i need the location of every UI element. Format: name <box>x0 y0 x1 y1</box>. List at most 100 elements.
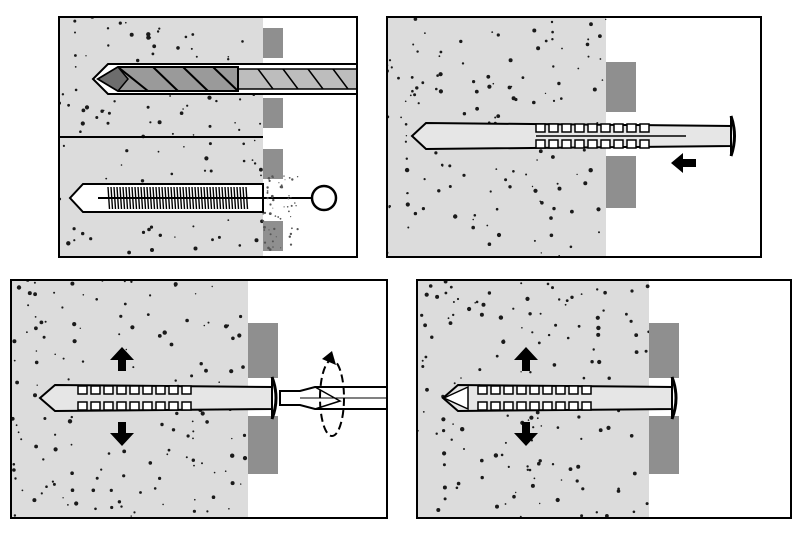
speckle <box>528 468 532 472</box>
speckle <box>70 471 74 475</box>
speckle <box>141 230 146 234</box>
speckle <box>409 94 412 97</box>
speckle <box>588 168 593 173</box>
dowel-tooth <box>142 385 153 395</box>
speckle <box>501 339 506 344</box>
speckle <box>460 427 465 432</box>
speckle <box>436 508 441 512</box>
speckle <box>421 81 425 85</box>
speckle <box>231 336 235 341</box>
speckle <box>536 159 538 161</box>
speckle <box>472 218 474 221</box>
speckle <box>66 241 71 246</box>
speckle <box>62 357 65 360</box>
speckle <box>530 483 535 488</box>
speckle <box>146 32 151 37</box>
speckle <box>259 122 262 125</box>
dowel-tooth <box>516 385 527 395</box>
speckle <box>536 417 539 420</box>
speckle <box>183 146 185 148</box>
plaster-layer <box>263 98 283 128</box>
speckle <box>442 463 446 467</box>
speckle <box>239 98 242 101</box>
speckle <box>231 437 233 440</box>
speckle <box>81 231 85 236</box>
dust-particle <box>294 202 296 204</box>
speckle <box>421 359 424 362</box>
speckle <box>20 438 23 441</box>
speckle <box>33 281 36 284</box>
speckle <box>508 185 512 189</box>
speckle <box>489 190 492 193</box>
speckle <box>166 453 169 456</box>
speckle <box>557 186 562 191</box>
speckle <box>581 487 585 491</box>
speckle <box>582 376 586 380</box>
speckle <box>27 291 32 296</box>
speckle <box>486 74 491 79</box>
speckle <box>450 438 453 441</box>
speckle <box>17 431 20 434</box>
speckle <box>238 128 241 131</box>
speckle <box>211 285 213 288</box>
speckle <box>193 246 198 251</box>
speckle <box>521 76 525 79</box>
speckle <box>512 307 515 310</box>
dust-particle <box>284 179 286 181</box>
speckle <box>560 97 563 100</box>
speckle <box>185 456 188 459</box>
speckle <box>182 108 184 110</box>
speckle <box>421 207 425 211</box>
concrete-speckles <box>386 16 607 257</box>
speckle <box>504 178 508 182</box>
speckle <box>430 335 434 339</box>
speckle <box>217 235 221 239</box>
dowel-tooth <box>90 385 101 395</box>
speckle <box>146 105 150 109</box>
dust-particle <box>289 232 293 236</box>
dust-particle <box>290 204 293 207</box>
speckle <box>423 178 426 181</box>
speckle <box>54 433 57 436</box>
speckle <box>169 342 174 347</box>
speckle <box>203 324 206 327</box>
speckle <box>103 109 105 112</box>
speckle <box>94 507 97 511</box>
dowel-tooth <box>103 401 114 411</box>
step-1-illustration <box>58 16 358 258</box>
speckle <box>590 360 594 364</box>
speckle <box>105 177 108 180</box>
speckle <box>540 201 544 205</box>
dowel-tooth <box>142 401 153 411</box>
dust-particle <box>287 197 290 200</box>
speckle <box>79 327 82 329</box>
speckle <box>412 43 415 46</box>
speckle <box>442 451 447 456</box>
speckle <box>227 58 230 61</box>
speckle <box>53 447 58 452</box>
dust-particle <box>277 216 280 218</box>
speckle <box>404 100 407 103</box>
speckle <box>560 479 563 481</box>
speckle <box>34 360 39 365</box>
speckle <box>406 192 409 195</box>
speckle <box>118 333 121 336</box>
speckle <box>555 497 560 503</box>
speckle <box>123 302 127 306</box>
speckle <box>528 312 532 316</box>
speckle <box>551 286 554 290</box>
speckle <box>160 422 164 427</box>
speckle <box>122 449 127 454</box>
speckle <box>413 211 418 216</box>
speckle <box>192 509 196 513</box>
speckle <box>40 492 43 495</box>
speckle <box>415 86 419 90</box>
speckle <box>413 17 418 21</box>
speckle <box>203 169 207 172</box>
speckle <box>595 315 600 320</box>
dust-particle <box>280 247 282 249</box>
dowel-tooth <box>548 139 559 149</box>
speckle <box>32 498 37 503</box>
speckle <box>167 448 171 452</box>
dust-particle <box>270 194 274 198</box>
